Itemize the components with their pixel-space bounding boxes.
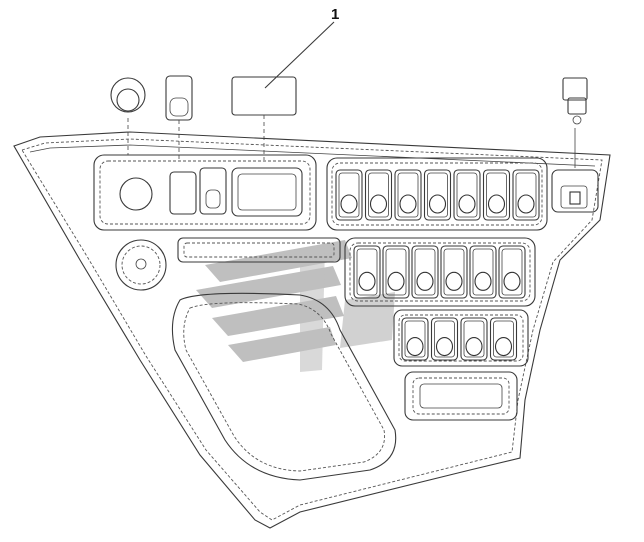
rocker-switch bbox=[394, 169, 422, 221]
rocker-switch bbox=[498, 245, 526, 299]
rocker-switch bbox=[335, 169, 363, 221]
right-small-switch bbox=[551, 128, 599, 213]
switch-row-middle bbox=[344, 237, 536, 307]
callout-leader-1 bbox=[264, 21, 335, 89]
switch-row-lower bbox=[393, 309, 529, 367]
round-knob bbox=[115, 239, 167, 291]
rocker-switch bbox=[411, 245, 439, 299]
switch-row-top bbox=[326, 157, 548, 231]
rocker-switch bbox=[423, 169, 452, 221]
exploded-display-module bbox=[231, 76, 297, 160]
callout-label-1: 1 bbox=[331, 6, 340, 23]
rocker-switch bbox=[453, 169, 481, 221]
rocker-switch bbox=[482, 169, 511, 221]
storage-pocket bbox=[171, 292, 397, 481]
rocker-switch bbox=[440, 245, 468, 299]
rocker-switches bbox=[335, 169, 540, 361]
rocker-switch bbox=[353, 245, 381, 299]
rocker-switch bbox=[401, 317, 429, 361]
wide-slot bbox=[177, 237, 341, 263]
rocker-switch bbox=[364, 169, 393, 221]
left-switch-module bbox=[93, 154, 317, 231]
rocker-switch bbox=[489, 317, 518, 361]
rocker-switch bbox=[382, 245, 410, 299]
exploded-small-switch bbox=[562, 77, 588, 125]
exploded-rocker bbox=[165, 75, 193, 160]
rocker-switch bbox=[512, 169, 540, 221]
rocker-switch bbox=[460, 317, 488, 361]
bottom-tray bbox=[404, 371, 518, 421]
exploded-knob bbox=[110, 77, 146, 155]
panel-outline bbox=[13, 131, 611, 529]
rocker-switch bbox=[469, 245, 497, 299]
rocker-switch bbox=[430, 317, 459, 361]
